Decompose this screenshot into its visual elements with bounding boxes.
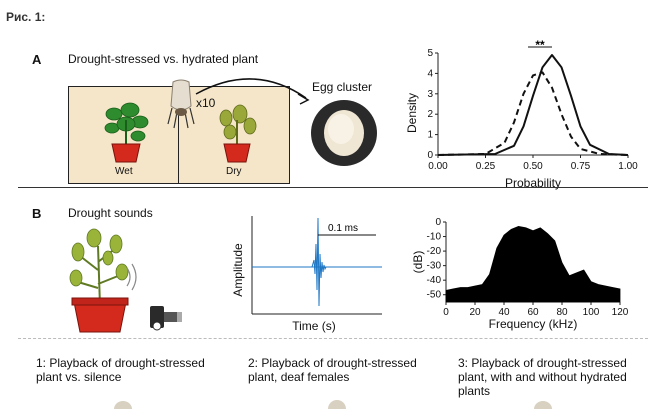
sound-waves-icon xyxy=(126,263,137,291)
density-ytick-label: 3 xyxy=(427,89,433,100)
cage-divider xyxy=(178,108,179,184)
experiment-1-line-2: plant vs. silence xyxy=(36,370,122,384)
spectrum-xtick-label: 60 xyxy=(527,307,539,318)
experiment-2: 2: Playback of drought-stressed plant, d… xyxy=(248,356,417,384)
dry-plant-illustration xyxy=(219,104,257,163)
spectrum-xtick-label: 40 xyxy=(498,307,510,318)
spectrum-xtick-label: 0 xyxy=(443,307,449,318)
spectrum-ytick-label: -20 xyxy=(427,246,442,257)
spectrum-ytick-label: -30 xyxy=(427,261,442,272)
spectrum-area-fill xyxy=(445,225,621,303)
waveform-ylabel: Amplitude xyxy=(231,243,245,297)
density-xtick-label: 0.00 xyxy=(428,161,448,172)
arrow-to-egg xyxy=(195,78,310,105)
spectrum-ytick-label: -50 xyxy=(427,290,442,301)
experiment-1-line-1: 1: Playback of drought-stressed xyxy=(36,356,205,370)
spectrum-xtick-label: 120 xyxy=(612,307,629,318)
density-xtick-label: 1.00 xyxy=(618,161,638,172)
significance-stars: ** xyxy=(535,38,545,52)
panel-a-letter: A xyxy=(32,52,42,67)
density-line-dashed xyxy=(437,71,629,156)
density-ytick-label: 0 xyxy=(427,150,433,161)
moth-silhouette-1 xyxy=(114,401,132,409)
dry-label: Dry xyxy=(226,166,242,177)
spectrum-ylabel: (dB) xyxy=(411,251,425,274)
density-chart: Density 0 1 2 3 4 5 0.00 0.25 0.50 0.75 1.00 ** P… xyxy=(405,38,638,190)
microphone-icon xyxy=(150,306,182,331)
density-xlabel: Probability xyxy=(505,176,561,190)
spectrum-xlabel: Frequency (kHz) xyxy=(489,317,578,331)
experiment-2-line-1: 2: Playback of drought-stressed xyxy=(248,356,417,370)
spectrum-ytick-label: -10 xyxy=(427,232,442,243)
figure-caption: Рис. 1: xyxy=(6,10,46,24)
spectrum-xtick-label: 100 xyxy=(583,307,600,318)
spectrum-chart: (dB) 0 -10 -20 -30 -40 -50 0 20 40 60 80 100 120 Fr… xyxy=(411,217,629,331)
density-ylabel: Density xyxy=(405,93,419,133)
panel-b-title: Drought sounds xyxy=(68,206,153,220)
egg-cluster-label: Egg cluster xyxy=(312,80,373,94)
density-ytick-label: 1 xyxy=(427,130,433,141)
density-line-solid xyxy=(437,54,629,156)
moth-illustration xyxy=(167,79,195,129)
density-ytick-label: 5 xyxy=(427,48,433,59)
density-ytick-label: 4 xyxy=(427,68,433,79)
experiment-3-line-2: plant, with and without hydrated xyxy=(458,370,627,384)
experiments-divider xyxy=(18,338,648,339)
spectrum-xtick-label: 20 xyxy=(469,307,481,318)
experiment-3-line-1: 3: Playback of drought-stressed xyxy=(458,356,627,370)
experiment-2-line-2: plant, deaf females xyxy=(248,370,350,384)
density-xtick-label: 0.50 xyxy=(523,161,543,172)
waveform-chart: Amplitude 0.1 ms Time (s) xyxy=(231,216,382,333)
egg-cluster-illustration xyxy=(311,100,377,166)
spectrum-xtick-label: 80 xyxy=(556,307,568,318)
density-xtick-label: 0.75 xyxy=(571,161,591,172)
wet-plant-illustration xyxy=(104,102,149,163)
density-xtick-label: 0.25 xyxy=(476,161,496,172)
scale-bar-label: 0.1 ms xyxy=(328,223,358,234)
waveform-xlabel: Time (s) xyxy=(292,319,336,333)
spectrum-ytick-label: 0 xyxy=(435,217,441,228)
moth-silhouette-2 xyxy=(328,400,346,409)
experiment-3-line-3: plants xyxy=(458,384,491,398)
waveform-trace xyxy=(311,217,327,307)
spectrum-ytick-label: -40 xyxy=(427,275,442,286)
moth-silhouette-3 xyxy=(534,401,552,409)
drought-plant-illustration xyxy=(69,228,129,333)
experiment-1: 1: Playback of drought-stressed plant vs… xyxy=(36,356,205,384)
panel-a-title: Drought-stressed vs. hydrated plant xyxy=(68,52,259,66)
wet-label: Wet xyxy=(115,166,133,177)
experiment-3: 3: Playback of drought-stressed plant, w… xyxy=(458,356,627,398)
multiplier-label: x10 xyxy=(196,96,216,110)
section-divider xyxy=(18,187,648,188)
panel-b-letter: B xyxy=(32,206,42,221)
density-ytick-label: 2 xyxy=(427,109,433,120)
